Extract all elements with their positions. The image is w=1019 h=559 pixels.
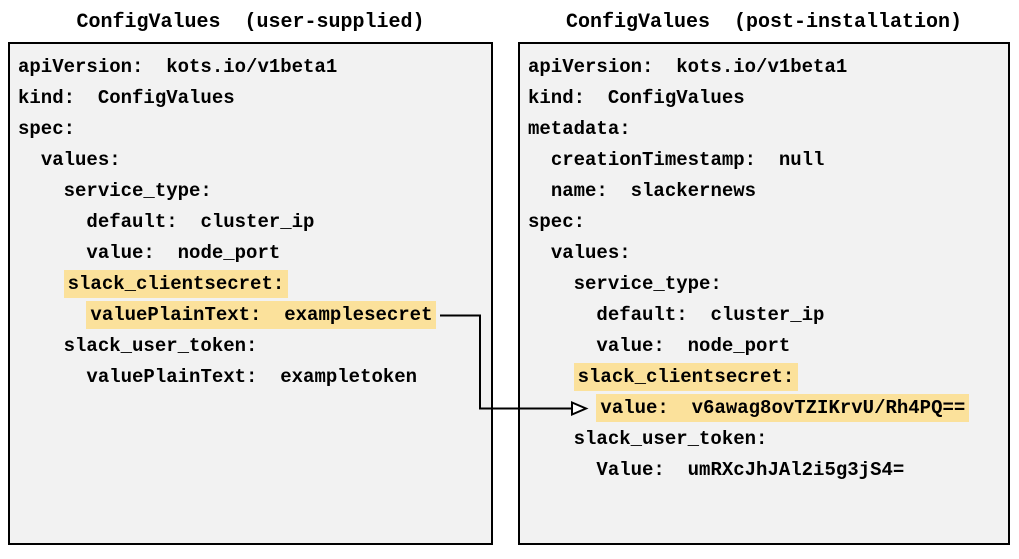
- code-line: valuePlainText: examplesecret: [18, 300, 491, 331]
- code-line: valuePlainText: exampletoken: [18, 362, 491, 393]
- code-text: spec:: [18, 118, 76, 140]
- highlighted-code-text: slack_clientsecret:: [63, 270, 289, 298]
- code-line: creationTimestamp: null: [528, 145, 1008, 176]
- code-text: kind: ConfigValues: [18, 87, 235, 109]
- code-line: value: v6awag8ovTZIKrvU/Rh4PQ==: [528, 393, 1008, 424]
- post-installation-config-panel: apiVersion: kots.io/v1beta1 kind: ConfigV…: [518, 42, 1010, 545]
- highlighted-code-text: valuePlainText: examplesecret: [86, 301, 437, 329]
- code-text: default: cluster_ip: [86, 211, 315, 233]
- code-text: slack_user_token:: [573, 428, 768, 450]
- user-supplied-column: ConfigValues (user-supplied) apiVersion:…: [8, 10, 493, 545]
- post-installation-panel-title: ConfigValues (post-installation): [565, 11, 963, 34]
- user-supplied-panel-title: ConfigValues (user-supplied): [76, 11, 425, 34]
- code-text: spec:: [528, 211, 586, 233]
- code-line: apiVersion: kots.io/v1beta1: [18, 52, 491, 83]
- code-text: name: slackernews: [550, 180, 757, 202]
- code-line: service_type:: [528, 269, 1008, 300]
- code-text: Value: umRXcJhJAl2i5g3jS4=: [596, 459, 905, 481]
- code-text: default: cluster_ip: [596, 304, 825, 326]
- code-line: service_type:: [18, 176, 491, 207]
- code-line: metadata:: [528, 114, 1008, 145]
- code-text: service_type:: [63, 180, 212, 202]
- code-line: values:: [528, 238, 1008, 269]
- user-supplied-code: apiVersion: kots.io/v1beta1 kind: ConfigV…: [18, 52, 491, 393]
- code-text: kind: ConfigValues: [528, 87, 745, 109]
- code-line: slack_clientsecret:: [18, 269, 491, 300]
- code-line: apiVersion: kots.io/v1beta1: [528, 52, 1008, 83]
- code-text: values:: [550, 242, 631, 264]
- code-line: values:: [18, 145, 491, 176]
- code-text: service_type:: [573, 273, 722, 295]
- code-line: spec:: [528, 207, 1008, 238]
- code-line: slack_user_token:: [18, 331, 491, 362]
- code-line: spec:: [18, 114, 491, 145]
- code-line: kind: ConfigValues: [528, 83, 1008, 114]
- code-text: apiVersion: kots.io/v1beta1: [528, 56, 848, 78]
- code-line: Value: umRXcJhJAl2i5g3jS4=: [528, 455, 1008, 486]
- post-installation-column: ConfigValues (post-installation) apiVers…: [518, 10, 1010, 545]
- code-text: value: node_port: [86, 242, 281, 264]
- code-text: valuePlainText: exampletoken: [86, 366, 418, 388]
- code-line: name: slackernews: [528, 176, 1008, 207]
- code-text: metadata:: [528, 118, 631, 140]
- code-text: value: node_port: [596, 335, 791, 357]
- user-supplied-config-panel: apiVersion: kots.io/v1beta1 kind: ConfigV…: [8, 42, 493, 545]
- code-text: apiVersion: kots.io/v1beta1: [18, 56, 338, 78]
- code-line: value: node_port: [18, 238, 491, 269]
- code-line: default: cluster_ip: [528, 300, 1008, 331]
- code-text: values:: [40, 149, 121, 171]
- post-installation-code: apiVersion: kots.io/v1beta1 kind: ConfigV…: [528, 52, 1008, 486]
- code-line: value: node_port: [528, 331, 1008, 362]
- code-line: slack_user_token:: [528, 424, 1008, 455]
- highlighted-code-text: slack_clientsecret:: [573, 363, 799, 391]
- highlighted-code-text: value: v6awag8ovTZIKrvU/Rh4PQ==: [596, 394, 970, 422]
- code-text: creationTimestamp: null: [550, 149, 825, 171]
- code-line: kind: ConfigValues: [18, 83, 491, 114]
- code-text: slack_user_token:: [63, 335, 258, 357]
- code-line: default: cluster_ip: [18, 207, 491, 238]
- code-line: slack_clientsecret:: [528, 362, 1008, 393]
